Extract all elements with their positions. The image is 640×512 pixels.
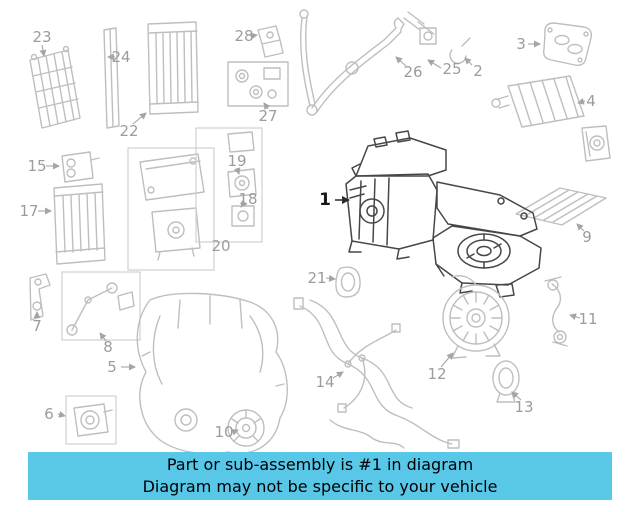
part-sketch-7 (29, 273, 51, 321)
callout-6: 6 (44, 405, 54, 423)
part-sketch-12 (442, 275, 510, 359)
callout-27: 27 (258, 107, 278, 125)
callout-22: 22 (119, 122, 139, 140)
callout-19: 19 (227, 152, 247, 170)
banner-line-1: Part or sub-assembly is #1 in diagram (166, 454, 474, 474)
callout-1: 1 (319, 190, 331, 210)
part-sketch-23 (29, 45, 81, 129)
callout-13: 13 (514, 398, 534, 416)
callout-15: 15 (27, 157, 47, 175)
part-sketch-1-highlighted (345, 130, 542, 298)
part-sketch-22 (147, 21, 199, 115)
callout-23: 23 (32, 28, 52, 46)
callout-21: 21 (307, 269, 327, 287)
callout-12: 12 (427, 365, 447, 383)
part-sketch-14-harness (293, 297, 460, 449)
callout-14: 14 (315, 373, 335, 391)
part-sketch-11 (544, 276, 568, 347)
callout-28: 28 (234, 27, 254, 45)
callout-5: 5 (107, 358, 117, 376)
callout-24: 24 (111, 48, 131, 66)
callout-20: 20 (211, 237, 231, 255)
callout-18: 18 (238, 190, 258, 208)
part-sketch-group-8 (61, 271, 141, 341)
callout-leader-lines (33, 32, 586, 436)
part-sketch-group-20 (195, 127, 263, 243)
part-sketch-5-10-housing (136, 292, 288, 455)
banner-line-2: Diagram may not be specific to your vehi… (142, 477, 498, 496)
callout-4: 4 (586, 92, 596, 110)
part-sketch-27 (227, 61, 289, 107)
part-sketch-15 (61, 151, 100, 183)
callout-25: 25 (442, 60, 462, 78)
part-sketch-24 (103, 27, 120, 129)
callout-8: 8 (103, 338, 113, 356)
part-sketch-bracket (581, 125, 611, 162)
part-sketch-17 (53, 183, 106, 265)
part-sketch-3 (542, 22, 593, 67)
part-sketch-28 (257, 25, 284, 58)
part-sketch-4 (491, 75, 585, 128)
part-sketch-group-6 (65, 395, 117, 445)
callout-7: 7 (32, 317, 42, 335)
callout-10: 10 (214, 423, 234, 441)
part-sketch-13 (492, 360, 520, 403)
callout-11: 11 (578, 310, 598, 328)
part-sketch-21 (335, 266, 361, 298)
callout-17: 17 (19, 202, 39, 220)
callout-2: 2 (473, 62, 483, 80)
callout-3: 3 (516, 35, 526, 53)
part-sketch-9 (515, 187, 607, 226)
callout-9: 9 (582, 228, 592, 246)
part-sketch-25-26-pipes (299, 9, 471, 116)
callout-26: 26 (403, 63, 423, 81)
part-sketch-group-left (127, 147, 215, 271)
info-banner: Part or sub-assembly is #1 in diagram Di… (28, 452, 612, 500)
